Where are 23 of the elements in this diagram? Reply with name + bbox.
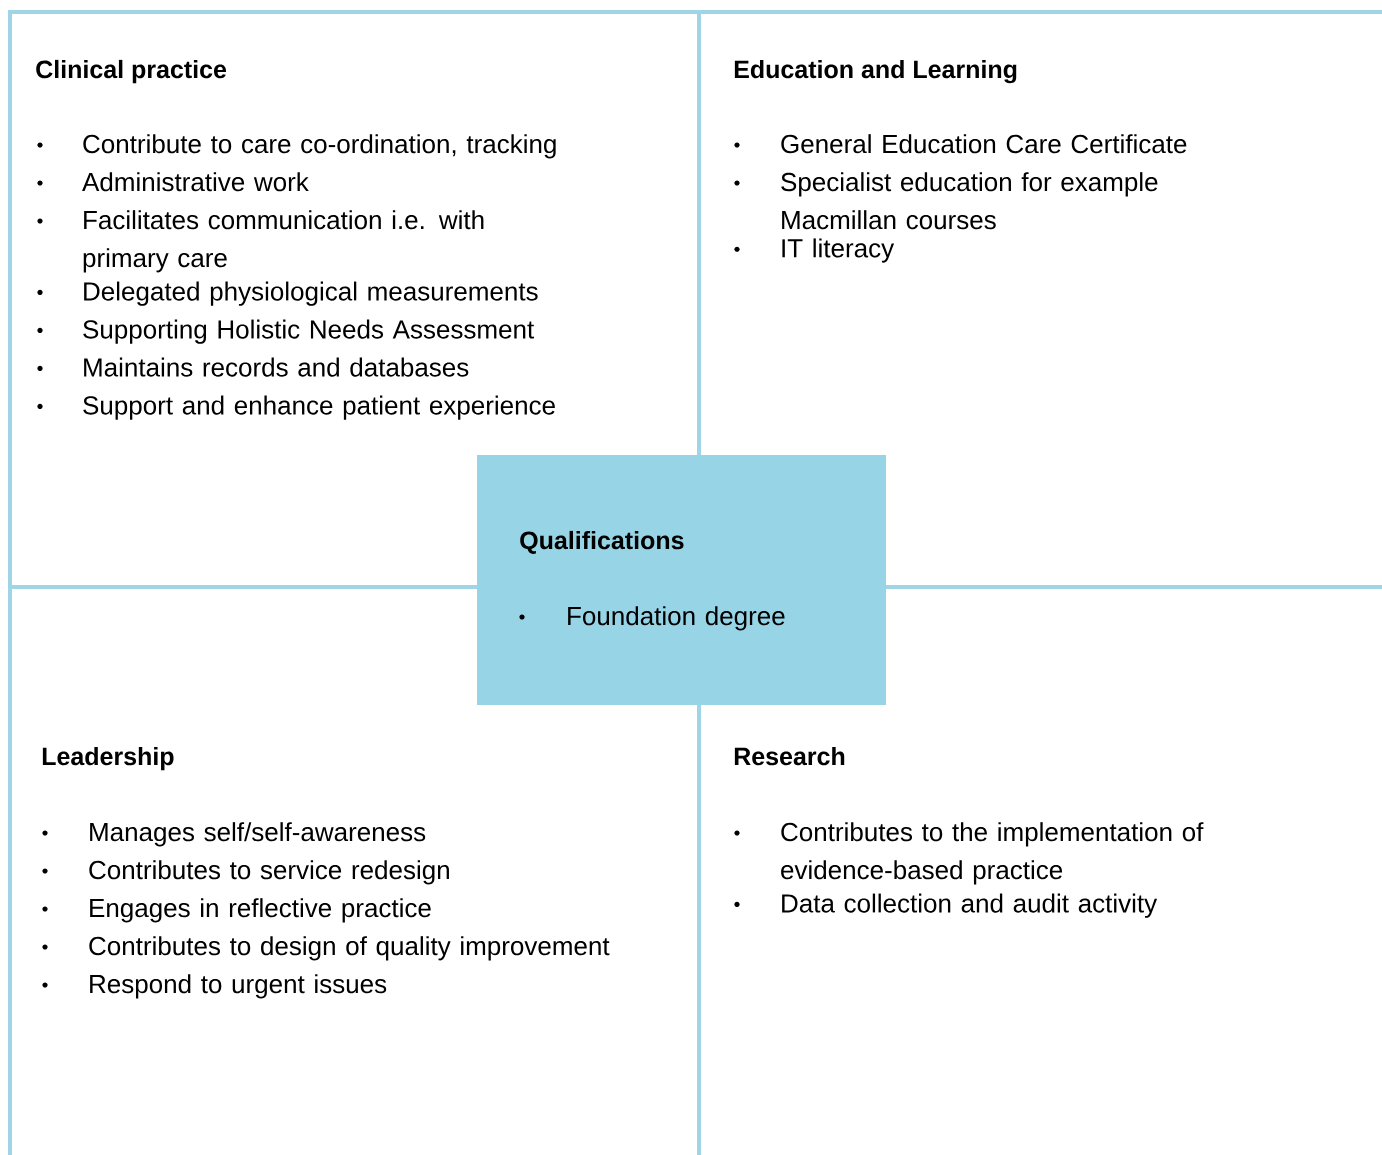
section-heading: Research bbox=[734, 746, 845, 766]
bullet-item: Supporting Holistic Needs Assessment bbox=[37, 319, 535, 344]
section-heading: Education and Learning bbox=[734, 59, 1017, 84]
bullet-item: Support and enhance patient experience bbox=[37, 395, 555, 420]
bullet-item: Contributes to design of quality improvement bbox=[42, 936, 610, 961]
bullet-item: IT literacy bbox=[734, 238, 895, 263]
bullet-item: Delegated physiological measurements bbox=[37, 281, 538, 306]
bullet-item: Contribute to care co-ordination, tracking bbox=[37, 134, 556, 159]
bullet-item: Contributes to the implementation of evidence-based practice bbox=[734, 822, 1204, 885]
bullet-item: Manages self/self-awareness bbox=[42, 822, 426, 847]
bullet-item: Respond to urgent issues bbox=[42, 974, 387, 999]
bullet-item: Foundation degree bbox=[519, 606, 785, 631]
bullet-item: Maintains records and databases bbox=[37, 357, 469, 377]
bullet-item: Contributes to service redesign bbox=[42, 860, 449, 885]
bullet-item: Specialist education for example Macmillan courses bbox=[734, 172, 1158, 230]
bullet-item: Data collection and audit activity bbox=[734, 893, 1158, 918]
bullet-item: Administrative work bbox=[37, 172, 309, 192]
bullet-item: Facilitates communication i.e. with primary care bbox=[37, 210, 484, 273]
section-heading: Qualifications bbox=[520, 530, 684, 554]
bullet-item: General Education Care Certificate bbox=[734, 134, 1187, 154]
section-heading: Clinical practice bbox=[36, 59, 227, 84]
bullet-item: Engages in reflective practice bbox=[42, 898, 431, 923]
section-heading: Leadership bbox=[42, 746, 174, 771]
